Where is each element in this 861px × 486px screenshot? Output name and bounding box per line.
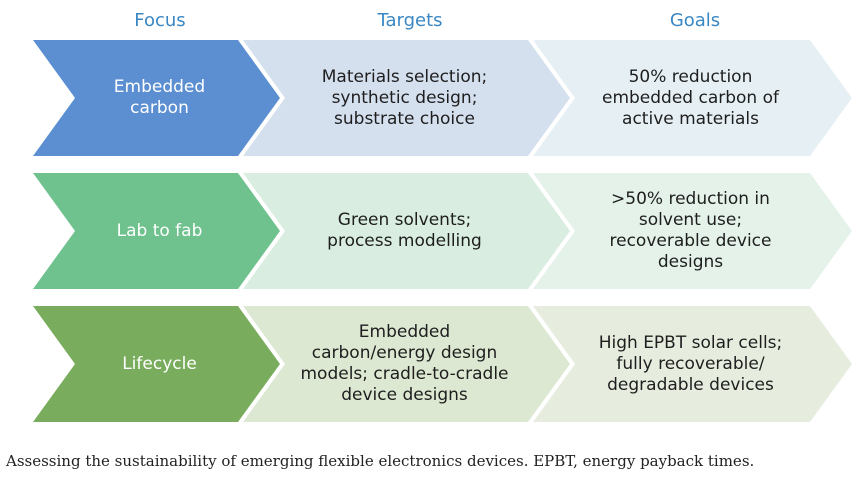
- row-1-focus-chevron: [33, 40, 280, 156]
- header-targets: Targets: [377, 10, 443, 31]
- row-2-focus-text: Lab to fab: [116, 220, 203, 241]
- row-1-goals-chevron: [533, 40, 852, 156]
- row-3-goals-text: High EPBT solar cells; fully recoverable…: [598, 332, 783, 395]
- row-1-goals-text: 50% reduction embedded carbon of active …: [601, 66, 779, 129]
- row-3-targets-chevron: [243, 306, 570, 422]
- header-focus: Focus: [134, 10, 186, 31]
- row-2-goals-chevron: [533, 173, 852, 289]
- row-3-targets-text: Embedded carbon/energy design models; cr…: [300, 322, 509, 405]
- row-3-focus-chevron: [33, 306, 280, 422]
- row-2-targets-text: Green solvents; process modelling: [327, 210, 482, 251]
- row-1-targets-chevron: [243, 40, 570, 156]
- row-2-goals-text: >50% reduction in solvent use; recoverab…: [609, 189, 772, 272]
- row-3-goals-chevron: [533, 306, 852, 422]
- row-3-focus-text: Lifecycle: [122, 353, 197, 374]
- row-1-focus-text: Embedded carbon: [113, 77, 206, 118]
- row-2-targets-chevron: [243, 173, 570, 289]
- row-1-targets-text: Materials selection; synthetic design; s…: [321, 66, 488, 129]
- row-2-focus-chevron: [33, 173, 280, 289]
- header-goals: Goals: [669, 10, 721, 31]
- figure-caption: Assessing the sustainability of emerging…: [6, 452, 755, 470]
- sustainability-diagram: [33, 40, 852, 422]
